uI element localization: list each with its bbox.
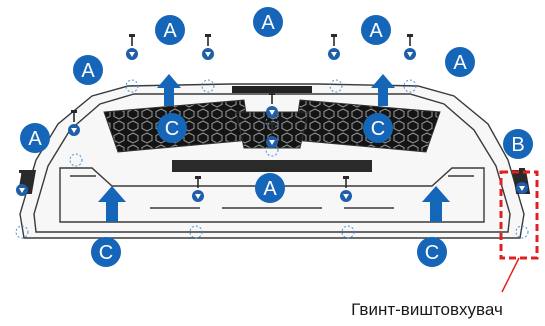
screw-hole — [125, 79, 139, 93]
screw-hole — [189, 225, 203, 239]
callout-c: C — [363, 113, 393, 143]
screw-hole — [403, 79, 417, 93]
screw-icon — [516, 168, 528, 194]
screw-icon — [192, 176, 204, 202]
callout-letter: A — [263, 178, 277, 200]
callout-letter: A — [28, 128, 42, 150]
callout-a: A — [73, 55, 103, 85]
screw-hole — [15, 225, 29, 239]
callout-c: C — [91, 237, 121, 267]
screw-icon — [202, 34, 214, 60]
callout-a: A — [253, 7, 283, 37]
callouts: A A A A A A A B C C C C — [20, 7, 533, 267]
screw-icon — [340, 176, 352, 202]
top-hinge-grille — [232, 86, 312, 93]
callout-a: A — [20, 123, 50, 153]
callout-b: B — [503, 129, 533, 159]
screws — [16, 34, 528, 202]
up-arrow — [371, 74, 395, 106]
callout-letter: C — [165, 118, 179, 140]
screw-icon — [68, 110, 80, 136]
screw-hole — [265, 143, 279, 157]
callout-a: A — [361, 15, 391, 45]
up-arrow — [98, 186, 126, 222]
callout-letter: A — [369, 20, 383, 42]
callout-letter: A — [81, 60, 95, 82]
screw-hole — [201, 79, 215, 93]
callout-letter: C — [99, 242, 113, 264]
up-arrow — [157, 74, 181, 106]
screw-hole — [329, 79, 343, 93]
callout-letter: A — [261, 12, 275, 34]
screw-hole — [515, 225, 529, 239]
callout-letter: C — [425, 242, 439, 264]
screw-icon — [266, 122, 278, 148]
callout-letter: B — [511, 134, 524, 156]
eject-screw-caption: Гвинт-виштовхувач — [351, 300, 503, 319]
callout-letter: C — [371, 118, 385, 140]
callout-a: A — [445, 47, 475, 77]
screw-icon — [126, 34, 138, 60]
screw-hole — [69, 153, 83, 167]
center-recess — [172, 160, 372, 172]
callout-a: A — [255, 173, 285, 203]
screw-icon — [16, 170, 28, 196]
callout-c: C — [157, 113, 187, 143]
callout-letter: A — [453, 52, 467, 74]
callout-a: A — [155, 15, 185, 45]
screw-hole — [341, 225, 355, 239]
callout-c: C — [417, 237, 447, 267]
up-arrow — [422, 186, 450, 222]
eject-screw-highlight — [499, 170, 539, 260]
lift-arrows — [98, 74, 450, 222]
callout-letter: A — [163, 20, 177, 42]
leader-line — [501, 257, 520, 293]
screw-icon — [328, 34, 340, 60]
screw-icon — [266, 92, 278, 118]
screw-icon — [404, 34, 416, 60]
